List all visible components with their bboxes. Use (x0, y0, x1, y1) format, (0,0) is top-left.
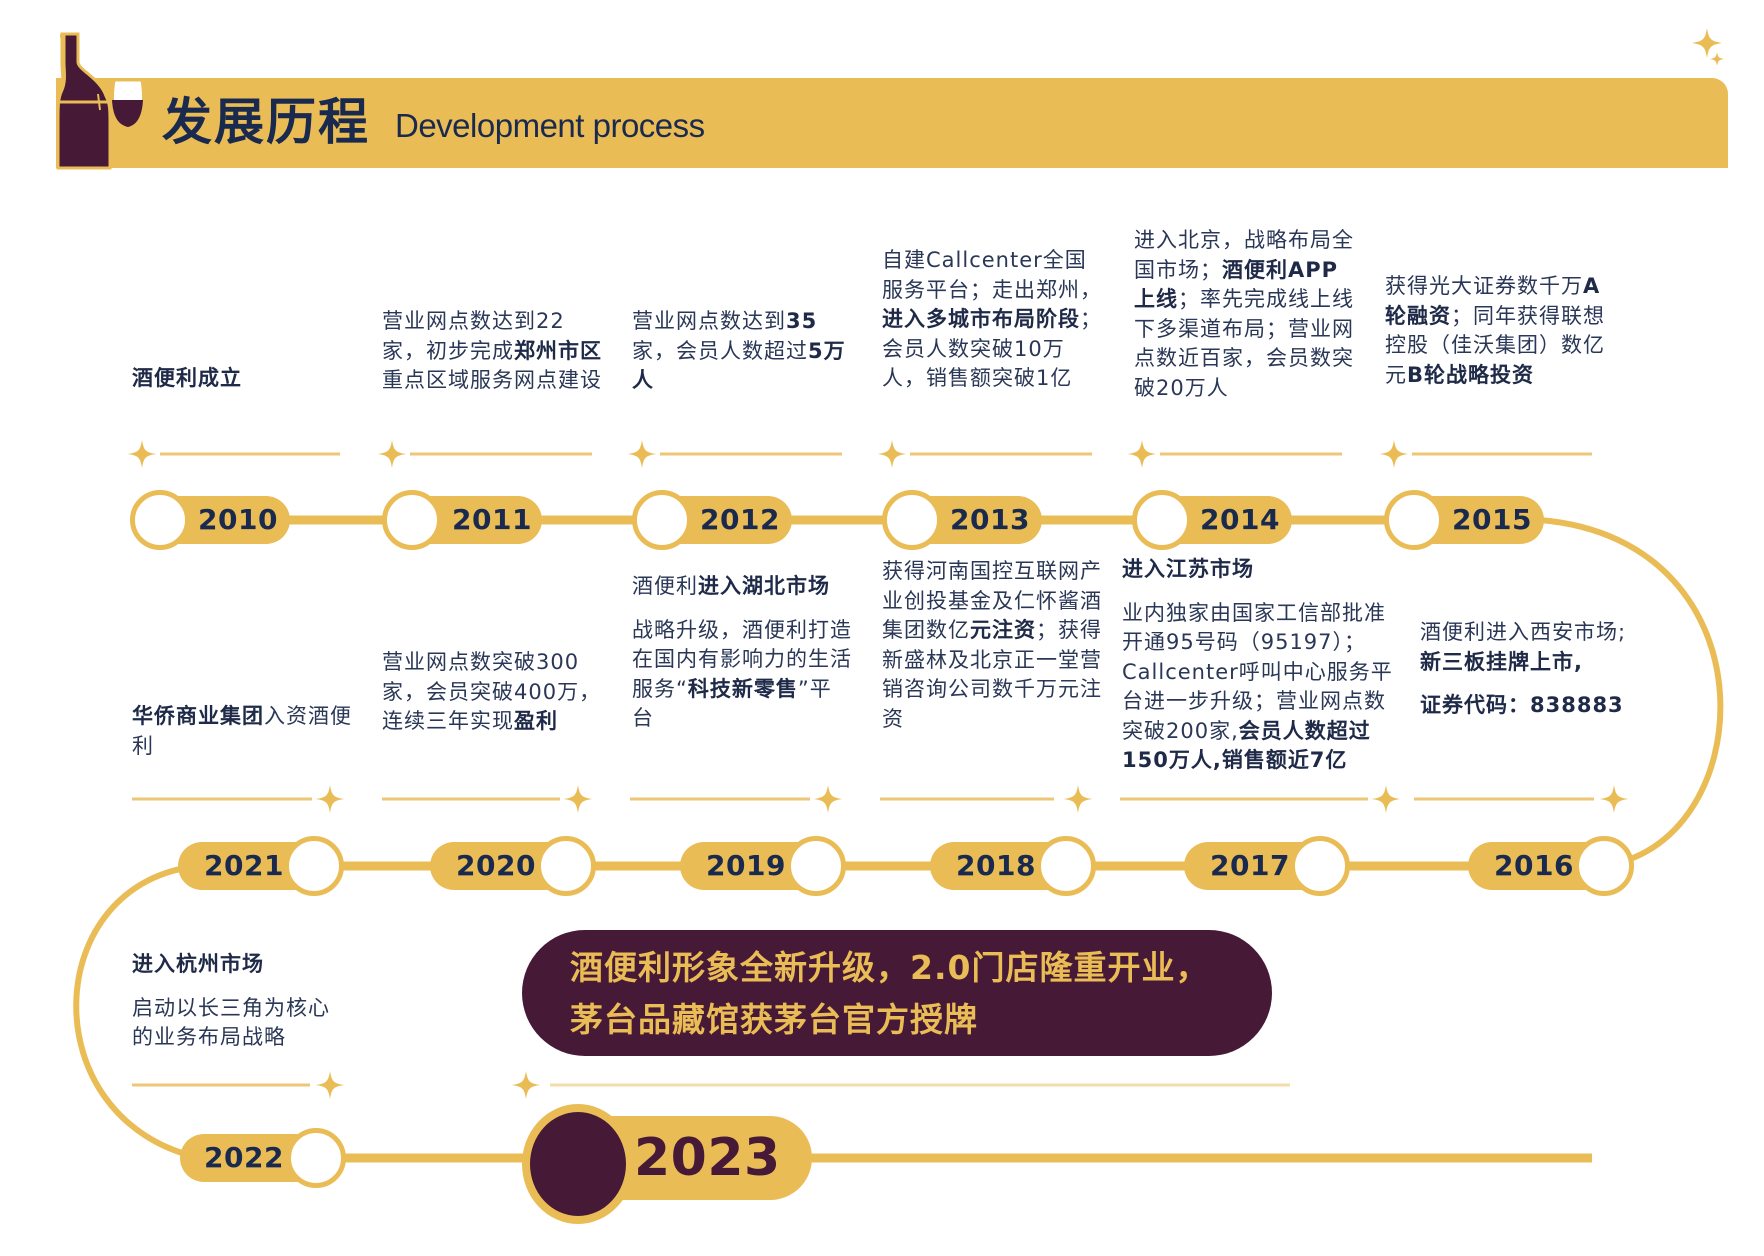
track-curve-left (73, 863, 201, 1161)
event-2010: 酒便利成立 (132, 364, 332, 394)
year-label-2023: 2023 (634, 1128, 781, 1188)
wine-bottle-icon (56, 32, 112, 170)
event-text: 营业网点数突破300家，会员突破400万，连续三年实现 (382, 650, 602, 733)
event-text: 家，会员人数超过 (632, 338, 808, 363)
node-circle-filled-icon (522, 1104, 634, 1224)
node-circle-icon (382, 490, 442, 550)
highlight-line-1: 酒便利形象全新升级，2.0门店隆重开业， (570, 948, 1210, 987)
node-circle-icon (1036, 836, 1096, 896)
securities-code: 证券代码：838883 (1420, 693, 1624, 717)
event-text: 酒便利进入西安市场; (1420, 620, 1627, 644)
event-text-bold: 元注资 (970, 618, 1036, 642)
year-label: 2016 (1494, 849, 1574, 882)
event-text: 自建Callcenter全国服务平台；走出郑州， (882, 248, 1102, 302)
event-text: 获得河南国控互联网产业创投基金及仁怀酱酒集团数亿 (882, 559, 1102, 642)
year-label: 2013 (950, 503, 1030, 536)
node-circle-icon (286, 1128, 346, 1188)
highlight-line-2: 茅台品藏馆获茅台官方授牌 (570, 1000, 978, 1039)
event-text: 战略升级，酒便利打造在国内有影响力的生活服务“ (632, 617, 852, 701)
year-label: 2020 (456, 849, 536, 882)
event-text-bold: 酒便利APP上线 (1134, 257, 1339, 312)
year-label: 2019 (706, 849, 786, 882)
separators-row1 (128, 440, 1592, 468)
event-2018: 获得河南国控互联网产业创投基金及仁怀酱酒集团数亿元注资；获得新盛林及北京正一堂营… (882, 557, 1102, 734)
node-circle-icon (1384, 490, 1444, 550)
event-text-bold: 科技新零售 (687, 676, 798, 701)
event-2022: 进入杭州市场 启动以长三角为核心的业务布局战略 (132, 950, 342, 1053)
separators-row3 (132, 1071, 1290, 1099)
highlight-2023-text: 酒便利形象全新升级，2.0门店隆重开业， 茅台品藏馆获茅台官方授牌 (570, 942, 1209, 1046)
year-label: 2021 (204, 849, 284, 882)
event-2013: 自建Callcenter全国服务平台；走出郑州， 进入多城市布局阶段；会员人数突破… (882, 246, 1102, 394)
page-subtitle: Development process (395, 107, 705, 144)
page-title: 发展历程 (162, 93, 370, 151)
year-label: 2014 (1200, 503, 1280, 536)
year-label: 2022 (204, 1141, 284, 1174)
header-icons (56, 32, 145, 170)
separators-row2 (132, 785, 1628, 813)
event-text: 业内独家由国家工信部批准开通95号码（95197）；Callcenter呼叫中心… (1122, 600, 1393, 743)
event-text-bold: 郑州市区 (514, 338, 602, 363)
event-2011: 营业网点数达到22家，初步完成郑州市区重点区域服务网点建设 (382, 307, 602, 396)
event-title-bold: 进入江苏市场 (1122, 557, 1254, 581)
wine-glass-icon (111, 78, 145, 167)
node-circle-icon (1574, 836, 1634, 896)
event-text: 进入北京，战略布局全国市场； (1134, 228, 1354, 282)
event-text: 酒便利成立 (132, 366, 242, 390)
event-2016: 酒便利进入西安市场; 新三板挂牌上市, 证券代码：838883 (1420, 618, 1646, 721)
event-title: 酒便利 (632, 574, 698, 598)
event-text-bold: 会员人数超过150万人,销售额近7亿 (1122, 718, 1371, 773)
track-curve-right (1539, 517, 1724, 869)
event-title-bold: 进入杭州市场 (132, 952, 264, 976)
event-text: 营业网点数达到 (632, 309, 786, 333)
event-text: 启动以长三角为核心的业务布局战略 (132, 995, 330, 1050)
event-text: ；会员人数突破10万人，销售额突破1亿 (882, 307, 1102, 390)
event-text: 获得光大证券数千万 (1385, 274, 1583, 298)
year-label: 2011 (452, 503, 532, 536)
year-label: 2015 (1452, 503, 1532, 536)
event-text-bold: 进入多城市布局阶段 (882, 307, 1080, 331)
event-text-bold: 华侨商业集团 (132, 704, 264, 728)
event-text: 重点区域服务网点建设 (382, 368, 602, 392)
event-text: ；同年获得联想控股（佳沃集团）数亿元 (1385, 303, 1605, 387)
node-circle-icon (882, 490, 942, 550)
event-text-bold: B轮战略投资 (1407, 362, 1535, 387)
node-circle-icon (284, 836, 344, 896)
year-label: 2017 (1210, 849, 1290, 882)
event-text: 入资酒便利 (132, 704, 352, 758)
event-text: 营业网点数达到22家，初步完成 (382, 309, 565, 363)
node-circle-icon (130, 490, 190, 550)
year-label: 2018 (956, 849, 1036, 882)
node-circle-icon (536, 836, 596, 896)
event-text-bold: 新三板挂牌上市, (1420, 649, 1583, 674)
year-label: 2012 (700, 503, 780, 536)
event-2014: 进入北京，战略布局全国市场；酒便利APP上线；率先完成线上线下多渠道布局；营业网… (1134, 226, 1354, 403)
year-label: 2010 (198, 503, 278, 536)
event-2020: 营业网点数突破300家，会员突破400万，连续三年实现盈利 (382, 648, 602, 737)
node-circle-icon (786, 836, 846, 896)
event-2015: 获得光大证券数千万A轮融资；同年获得联想控股（佳沃集团）数亿元B轮战略投资 (1385, 272, 1605, 390)
header-band (56, 78, 1728, 168)
event-text: ；获得新盛林及北京正一堂营销咨询公司数千万元注资 (882, 618, 1102, 731)
event-text-bold: 盈利 (514, 709, 558, 733)
node-circle-icon (632, 490, 692, 550)
event-text-bold: A轮融资 (1385, 274, 1601, 328)
node-circle-icon (1290, 836, 1350, 896)
event-text: ”平台 (632, 676, 832, 731)
event-2019: 酒便利进入湖北市场 战略升级，酒便利打造在国内有影响力的生活服务“科技新零售”平… (632, 572, 852, 734)
event-2012: 营业网点数达到35 家，会员人数超过5万人 (632, 307, 852, 396)
highlight-2023-banner (522, 930, 1272, 1056)
sparkle-icon (1692, 28, 1724, 66)
event-text: ；率先完成线上线下多渠道布局；营业网点数近百家，会员数突破20万人 (1134, 287, 1354, 400)
event-title-bold: 进入湖北市场 (698, 574, 830, 598)
event-text-bold: 5万人 (632, 338, 846, 393)
event-2021: 华侨商业集团入资酒便利 (132, 702, 352, 761)
node-circle-icon (1132, 490, 1192, 550)
event-2017: 进入江苏市场 业内独家由国家工信部批准开通95号码（95197）；Callcen… (1122, 555, 1402, 776)
event-text-bold: 35 (786, 309, 818, 333)
